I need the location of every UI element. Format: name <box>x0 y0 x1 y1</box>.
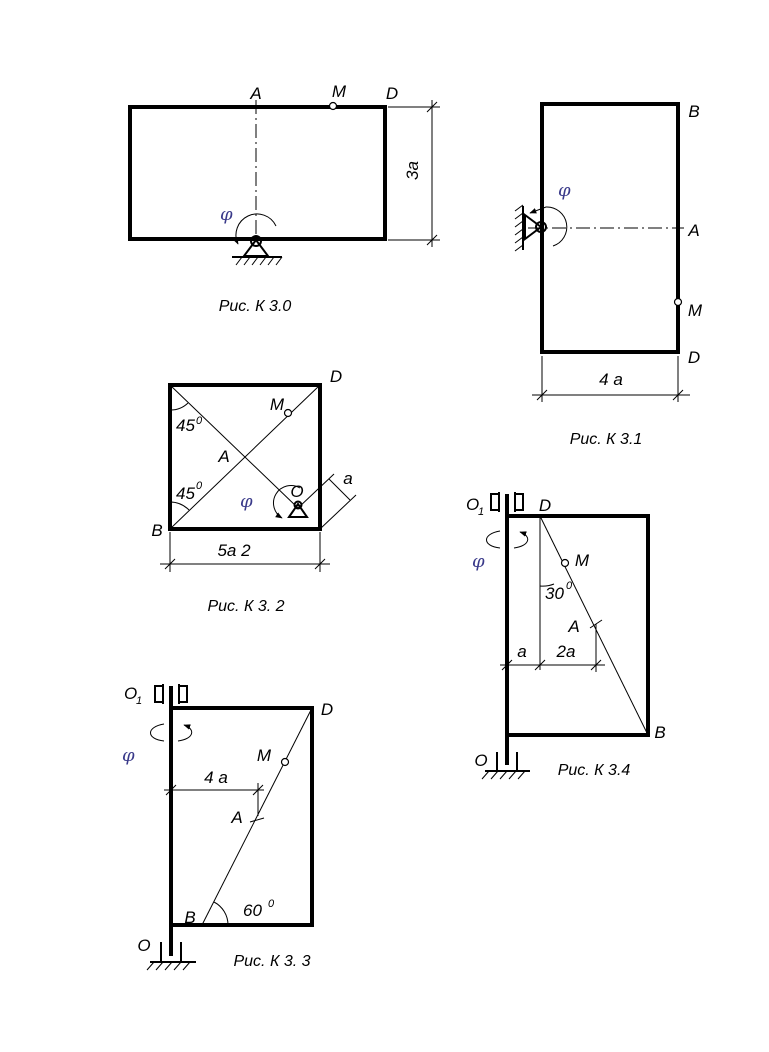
label-a: A <box>217 447 229 466</box>
point-m <box>328 101 338 111</box>
angle-arc <box>539 583 555 587</box>
label-d: D <box>330 367 342 386</box>
angle-phi: φ <box>122 745 135 766</box>
label-m: M <box>257 746 272 765</box>
label-d: D <box>386 84 398 103</box>
label-a: A <box>230 808 242 827</box>
angle-45-top: 45 <box>176 416 195 435</box>
slot-line <box>201 707 313 926</box>
dimension-3a: 3a <box>403 161 422 180</box>
angle-phi: φ <box>220 204 233 225</box>
figure-k3-1: B A M D 4 a φ Рис. К 3.1 <box>514 102 703 448</box>
pin-support-icon <box>514 204 547 252</box>
degree-mark: 0 <box>566 580 573 592</box>
angle-30: 30 <box>545 584 564 603</box>
plate-square <box>168 383 322 531</box>
dimension-4a: 4 a <box>204 768 228 787</box>
label-o1: O <box>124 684 137 703</box>
label-d: D <box>688 348 700 367</box>
rotation-arrow-icon <box>273 485 301 519</box>
figure-k3-0: A M D 3a φ Рис. К 3.0 <box>128 82 440 315</box>
label-o: O <box>474 751 487 770</box>
label-o1: O <box>466 495 479 514</box>
point-m <box>560 558 570 568</box>
figure-k3-2: D M A O B 45 0 45 0 a 5a 2 φ Рис. К 3. 2 <box>151 367 357 615</box>
label-a: A <box>687 221 699 240</box>
dimension-a: a <box>343 469 352 488</box>
point-m <box>673 297 683 307</box>
rotation-arrow-icon <box>529 206 568 247</box>
label-o1-subscript: 1 <box>136 695 142 707</box>
bearing-icon <box>154 684 188 704</box>
caption-k3-4: Рис. К 3.4 <box>558 762 631 779</box>
point-m <box>280 757 290 767</box>
caption-k3-2: Рис. К 3. 2 <box>207 598 284 615</box>
pin-support-icon <box>287 500 309 518</box>
label-m: M <box>270 395 285 414</box>
label-a: A <box>567 617 579 636</box>
angle-phi: φ <box>240 491 253 512</box>
plate-rectangle <box>171 706 314 927</box>
caption-k3-1: Рис. К 3.1 <box>570 431 643 448</box>
label-m: M <box>688 301 703 320</box>
label-d: D <box>539 496 551 515</box>
thrust-bearing-icon <box>481 752 530 780</box>
label-o: O <box>290 482 303 501</box>
rotation-arrow-icon <box>232 213 277 245</box>
angle-arc-top <box>169 402 189 411</box>
label-o1-subscript: 1 <box>478 506 484 518</box>
angle-arc-bottom <box>169 501 190 511</box>
label-d: D <box>321 700 333 719</box>
pin-support-icon <box>232 235 283 266</box>
angle-60: 60 <box>243 901 262 920</box>
label-a: A <box>249 84 261 103</box>
bearing-icon <box>490 492 524 512</box>
angle-arc <box>213 901 229 926</box>
degree-mark: 0 <box>268 898 275 910</box>
dimension-2a: 2a <box>556 642 576 661</box>
label-b: B <box>688 102 699 121</box>
label-m: M <box>332 82 347 101</box>
angle-45-bottom: 45 <box>176 484 195 503</box>
caption-k3-0: Рис. К 3.0 <box>219 298 292 315</box>
figure-k3-3: O 1 D M A B O 4 a 60 0 φ Рис. К 3. 3 <box>122 684 333 971</box>
angle-phi: φ <box>558 180 571 201</box>
plate-rectangle <box>507 514 650 737</box>
label-o: O <box>137 936 150 955</box>
label-b: B <box>151 521 162 540</box>
point-a-tick <box>249 817 265 823</box>
plate-rectangle <box>128 105 387 241</box>
rotation-arrow-icon <box>486 531 529 549</box>
label-b: B <box>654 723 665 742</box>
label-b: B <box>184 908 195 927</box>
dimension-width: 5a 2 <box>217 541 251 560</box>
dimension-a: a <box>517 642 526 661</box>
rotation-arrow-icon <box>150 724 193 742</box>
angle-phi: φ <box>472 551 485 572</box>
figure-k3-4: O 1 D M A B O a 2a 30 0 φ Рис. К 3.4 <box>466 492 666 780</box>
thrust-bearing-icon <box>146 942 196 971</box>
label-m: M <box>575 551 590 570</box>
diagonal-ao <box>169 384 299 509</box>
caption-k3-3: Рис. К 3. 3 <box>233 953 310 970</box>
dimension-4a: 4 a <box>599 370 623 389</box>
degree-mark-top: 0 <box>196 415 203 427</box>
point-m <box>283 408 293 418</box>
degree-mark-bottom: 0 <box>196 480 203 492</box>
